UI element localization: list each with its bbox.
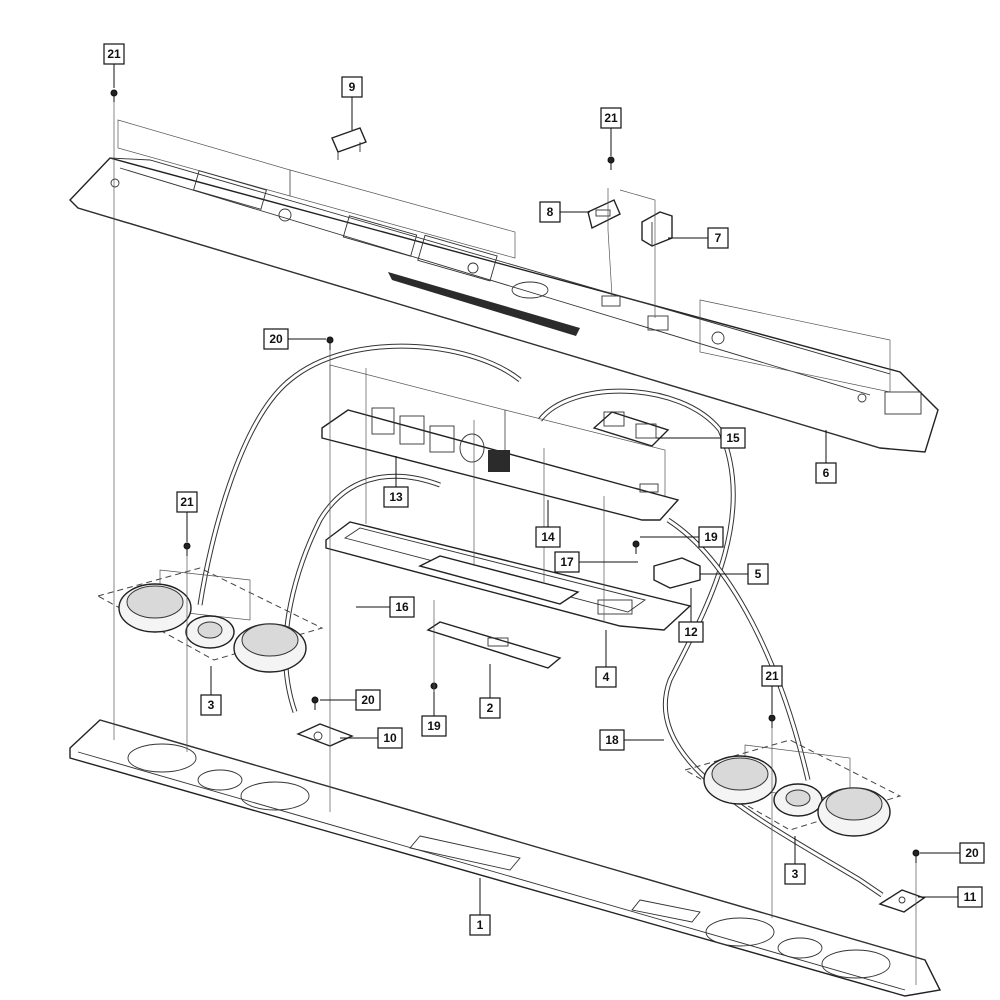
svg-text:2: 2 xyxy=(487,701,494,715)
svg-text:3: 3 xyxy=(208,698,215,712)
svg-text:15: 15 xyxy=(726,431,740,445)
bracket-7 xyxy=(641,211,673,247)
callout-7: 7 xyxy=(707,227,729,249)
chassis-frame xyxy=(325,521,692,631)
callout-2: 2 xyxy=(479,697,501,719)
callout-20-middle: 20 xyxy=(355,689,381,711)
callout-4: 4 xyxy=(595,666,617,688)
right-speaker-assembly xyxy=(683,739,902,837)
svg-text:6: 6 xyxy=(823,466,830,480)
callout-21-right-speaker: 21 xyxy=(761,665,783,687)
bracket-9 xyxy=(331,127,367,160)
callout-21-top-left: 21 xyxy=(103,43,125,65)
svg-text:21: 21 xyxy=(604,111,618,125)
callout-18: 18 xyxy=(599,729,625,751)
bracket-11 xyxy=(878,889,926,913)
svg-text:13: 13 xyxy=(389,490,403,504)
svg-text:14: 14 xyxy=(541,530,555,544)
callout-5: 5 xyxy=(747,563,769,585)
callout-3-right: 3 xyxy=(784,863,806,885)
callout-16: 16 xyxy=(389,596,415,618)
callout-10: 10 xyxy=(377,727,403,749)
svg-text:21: 21 xyxy=(107,47,121,61)
svg-text:4: 4 xyxy=(603,670,610,684)
callout-19-right: 19 xyxy=(698,526,724,548)
svg-text:19: 19 xyxy=(704,530,718,544)
leader-lines xyxy=(113,64,960,915)
svg-text:20: 20 xyxy=(361,693,375,707)
sub-pcb-2 xyxy=(426,621,562,669)
bracket-8 xyxy=(587,199,621,230)
bracket-10 xyxy=(296,723,354,747)
callout-20-top: 20 xyxy=(263,328,289,350)
callout-9: 9 xyxy=(341,76,363,98)
svg-text:10: 10 xyxy=(383,731,397,745)
svg-text:16: 16 xyxy=(395,600,409,614)
pcb-15 xyxy=(592,411,670,447)
callout-14: 14 xyxy=(535,526,561,548)
callout-6: 6 xyxy=(815,462,837,484)
callout-1: 1 xyxy=(469,914,491,936)
top-cover xyxy=(69,119,939,453)
svg-text:18: 18 xyxy=(605,733,619,747)
callout-12: 12 xyxy=(678,621,704,643)
callout-11: 11 xyxy=(957,886,983,908)
callout-13: 13 xyxy=(383,486,409,508)
callout-19-bottom: 19 xyxy=(421,715,447,737)
callout-20-right: 20 xyxy=(959,842,985,864)
callout-8: 8 xyxy=(539,201,561,223)
callout-21-top-right: 21 xyxy=(600,107,622,129)
block-5 xyxy=(653,557,701,589)
svg-text:7: 7 xyxy=(715,231,722,245)
assembly-lines xyxy=(113,102,917,985)
svg-text:5: 5 xyxy=(755,567,762,581)
cable-18 xyxy=(538,388,884,898)
svg-text:19: 19 xyxy=(427,719,441,733)
svg-text:17: 17 xyxy=(560,555,574,569)
svg-text:9: 9 xyxy=(349,80,356,94)
callout-21-left-speaker: 21 xyxy=(176,491,198,513)
callout-17: 17 xyxy=(554,551,580,573)
svg-text:8: 8 xyxy=(547,205,554,219)
svg-text:3: 3 xyxy=(792,867,799,881)
callout-3-left: 3 xyxy=(200,694,222,716)
callout-15: 15 xyxy=(720,427,746,449)
speaker-grille xyxy=(388,272,580,336)
svg-text:1: 1 xyxy=(477,918,484,932)
svg-text:11: 11 xyxy=(964,890,977,904)
svg-text:12: 12 xyxy=(684,625,698,639)
svg-text:20: 20 xyxy=(965,846,979,860)
bottom-base xyxy=(69,719,942,997)
left-speaker-assembly xyxy=(96,567,324,673)
svg-text:21: 21 xyxy=(765,669,779,683)
svg-text:20: 20 xyxy=(269,332,283,346)
main-pcb xyxy=(321,364,680,521)
svg-text:21: 21 xyxy=(180,495,194,509)
